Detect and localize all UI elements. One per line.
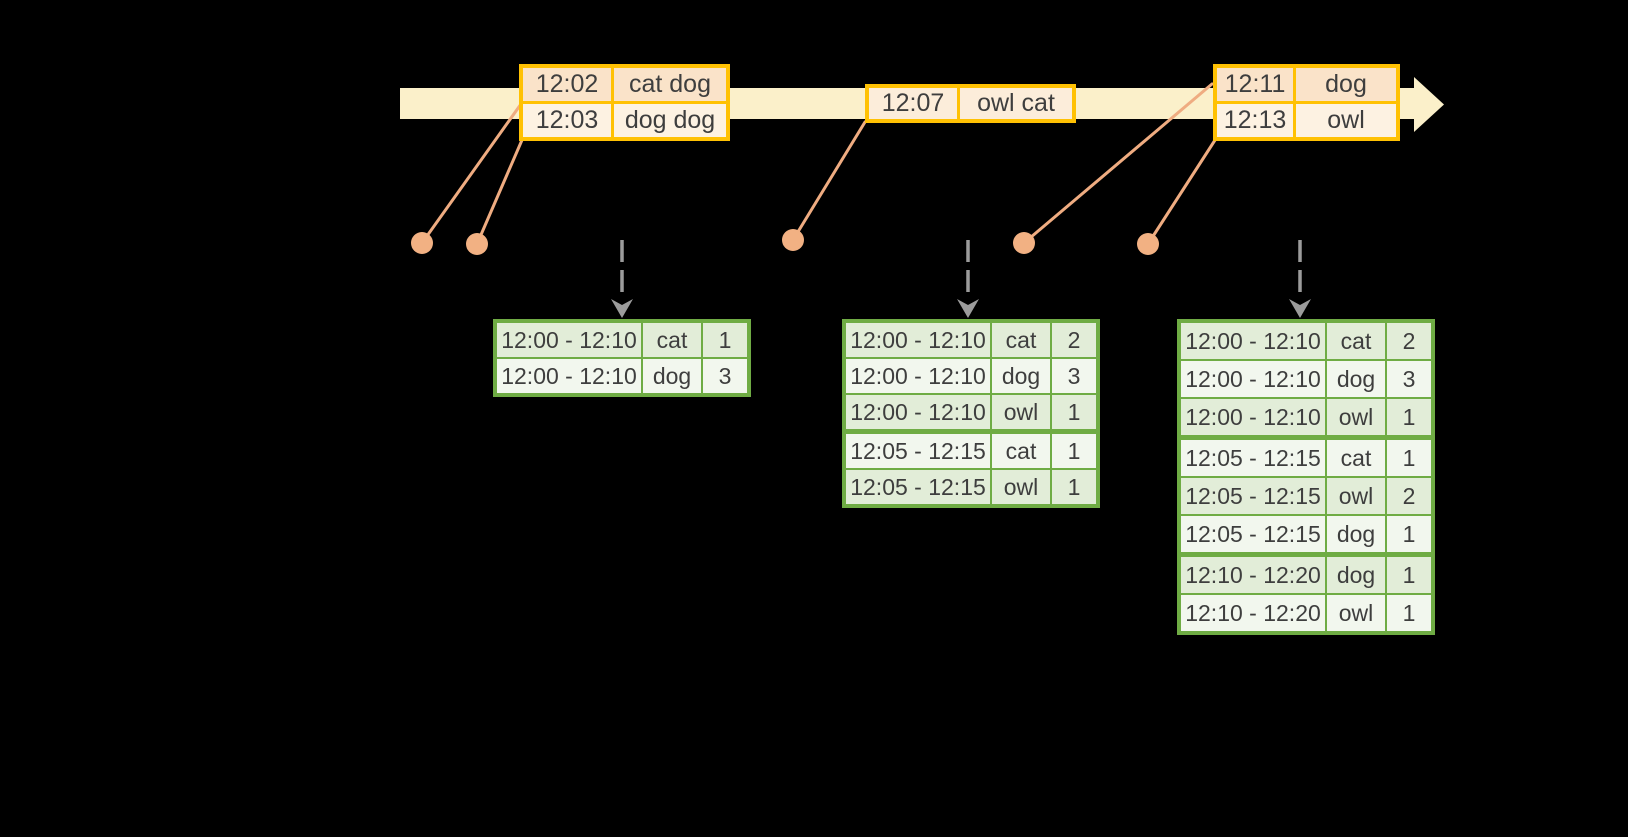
word-cell: owl	[1327, 595, 1387, 631]
event-table-1: 12:02 cat dog 12:03 dog dog	[519, 64, 730, 141]
event-time-cell: 12:07	[869, 88, 960, 119]
window-cell: 12:00 - 12:10	[497, 359, 643, 393]
event-row: 12:03 dog dog	[523, 104, 726, 137]
event-row: 12:11 dog	[1217, 68, 1396, 104]
count-cell: 2	[1387, 323, 1431, 361]
timeline-arrowhead-icon	[1414, 77, 1444, 132]
result-row: 12:00 - 12:10 owl 1	[846, 395, 1096, 434]
window-cell: 12:00 - 12:10	[1181, 323, 1327, 361]
event-words-cell: dog	[1296, 68, 1396, 104]
result-row: 12:05 - 12:15 owl 1	[846, 470, 1096, 504]
result-table-3: 12:00 - 12:10 cat 2 12:00 - 12:10 dog 3 …	[1177, 319, 1435, 635]
window-cell: 12:00 - 12:10	[846, 395, 992, 434]
event-table-2: 12:07 owl cat	[865, 84, 1076, 123]
window-cell: 12:00 - 12:10	[846, 323, 992, 359]
result-row: 12:00 - 12:10 dog 3	[497, 359, 747, 393]
result-row: 12:00 - 12:10 cat 2	[846, 323, 1096, 359]
event-row: 12:07 owl cat	[869, 88, 1072, 119]
word-cell: owl	[992, 470, 1052, 504]
word-cell: dog	[992, 359, 1052, 395]
result-row: 12:10 - 12:20 dog 1	[1181, 557, 1431, 595]
event-dot	[1013, 232, 1035, 254]
event-time-cell: 12:13	[1217, 104, 1296, 137]
count-cell: 2	[1052, 323, 1096, 359]
event-dot	[466, 233, 488, 255]
count-cell: 1	[703, 323, 747, 359]
count-cell: 1	[1052, 434, 1096, 470]
word-cell: dog	[643, 359, 703, 393]
window-cell: 12:00 - 12:10	[846, 359, 992, 395]
count-cell: 2	[1387, 478, 1431, 516]
event-row: 12:02 cat dog	[523, 68, 726, 104]
event-time-cell: 12:02	[523, 68, 614, 104]
result-row: 12:05 - 12:15 cat 1	[1181, 440, 1431, 478]
window-cell: 12:05 - 12:15	[846, 434, 992, 470]
word-cell: dog	[1327, 516, 1387, 557]
event-words-cell: cat dog	[614, 68, 726, 104]
window-cell: 12:05 - 12:15	[1181, 478, 1327, 516]
result-row: 12:00 - 12:10 owl 1	[1181, 399, 1431, 440]
connector-line	[420, 102, 523, 245]
result-row: 12:00 - 12:10 dog 3	[1181, 361, 1431, 399]
result-row: 12:00 - 12:10 dog 3	[846, 359, 1096, 395]
connector-line	[475, 138, 524, 246]
word-cell: dog	[1327, 361, 1387, 399]
word-cell: cat	[992, 434, 1052, 470]
connector-line	[791, 120, 867, 242]
trigger-arrow-icon	[957, 240, 979, 318]
word-cell: cat	[1327, 323, 1387, 361]
count-cell: 1	[1387, 516, 1431, 557]
word-cell: cat	[643, 323, 703, 359]
window-cell: 12:10 - 12:20	[1181, 557, 1327, 595]
word-cell: owl	[1327, 478, 1387, 516]
count-cell: 1	[1387, 557, 1431, 595]
word-cell: dog	[1327, 557, 1387, 595]
event-dot	[782, 229, 804, 251]
result-table-2: 12:00 - 12:10 cat 2 12:00 - 12:10 dog 3 …	[842, 319, 1100, 508]
trigger-arrow-icon	[611, 240, 633, 318]
count-cell: 1	[1052, 395, 1096, 434]
count-cell: 1	[1387, 399, 1431, 440]
trigger-arrow-icon	[1289, 240, 1311, 318]
window-cell: 12:00 - 12:10	[497, 323, 643, 359]
count-cell: 1	[1052, 470, 1096, 504]
count-cell: 3	[1052, 359, 1096, 395]
connector-line	[1022, 82, 1214, 245]
event-dot	[1137, 233, 1159, 255]
window-cell: 12:10 - 12:20	[1181, 595, 1327, 631]
result-row: 12:10 - 12:20 owl 1	[1181, 595, 1431, 631]
result-table-1: 12:00 - 12:10 cat 1 12:00 - 12:10 dog 3	[493, 319, 751, 397]
word-cell: owl	[992, 395, 1052, 434]
event-dot	[411, 232, 433, 254]
connector-line	[1146, 135, 1219, 246]
word-cell: cat	[992, 323, 1052, 359]
result-row: 12:05 - 12:15 owl 2	[1181, 478, 1431, 516]
result-row: 12:00 - 12:10 cat 2	[1181, 323, 1431, 361]
event-time-cell: 12:11	[1217, 68, 1296, 104]
word-cell: owl	[1327, 399, 1387, 440]
count-cell: 3	[1387, 361, 1431, 399]
result-row: 12:05 - 12:15 cat 1	[846, 434, 1096, 470]
event-row: 12:13 owl	[1217, 104, 1396, 137]
window-cell: 12:00 - 12:10	[1181, 399, 1327, 440]
window-cell: 12:05 - 12:15	[1181, 440, 1327, 478]
word-cell: cat	[1327, 440, 1387, 478]
event-words-cell: owl	[1296, 104, 1396, 137]
event-words-cell: dog dog	[614, 104, 726, 137]
result-row: 12:05 - 12:15 dog 1	[1181, 516, 1431, 557]
count-cell: 1	[1387, 595, 1431, 631]
event-time-cell: 12:03	[523, 104, 614, 137]
window-cell: 12:05 - 12:15	[1181, 516, 1327, 557]
event-table-3: 12:11 dog 12:13 owl	[1213, 64, 1400, 141]
window-cell: 12:05 - 12:15	[846, 470, 992, 504]
window-cell: 12:00 - 12:10	[1181, 361, 1327, 399]
count-cell: 3	[703, 359, 747, 393]
event-words-cell: owl cat	[960, 88, 1072, 119]
count-cell: 1	[1387, 440, 1431, 478]
result-row: 12:00 - 12:10 cat 1	[497, 323, 747, 359]
